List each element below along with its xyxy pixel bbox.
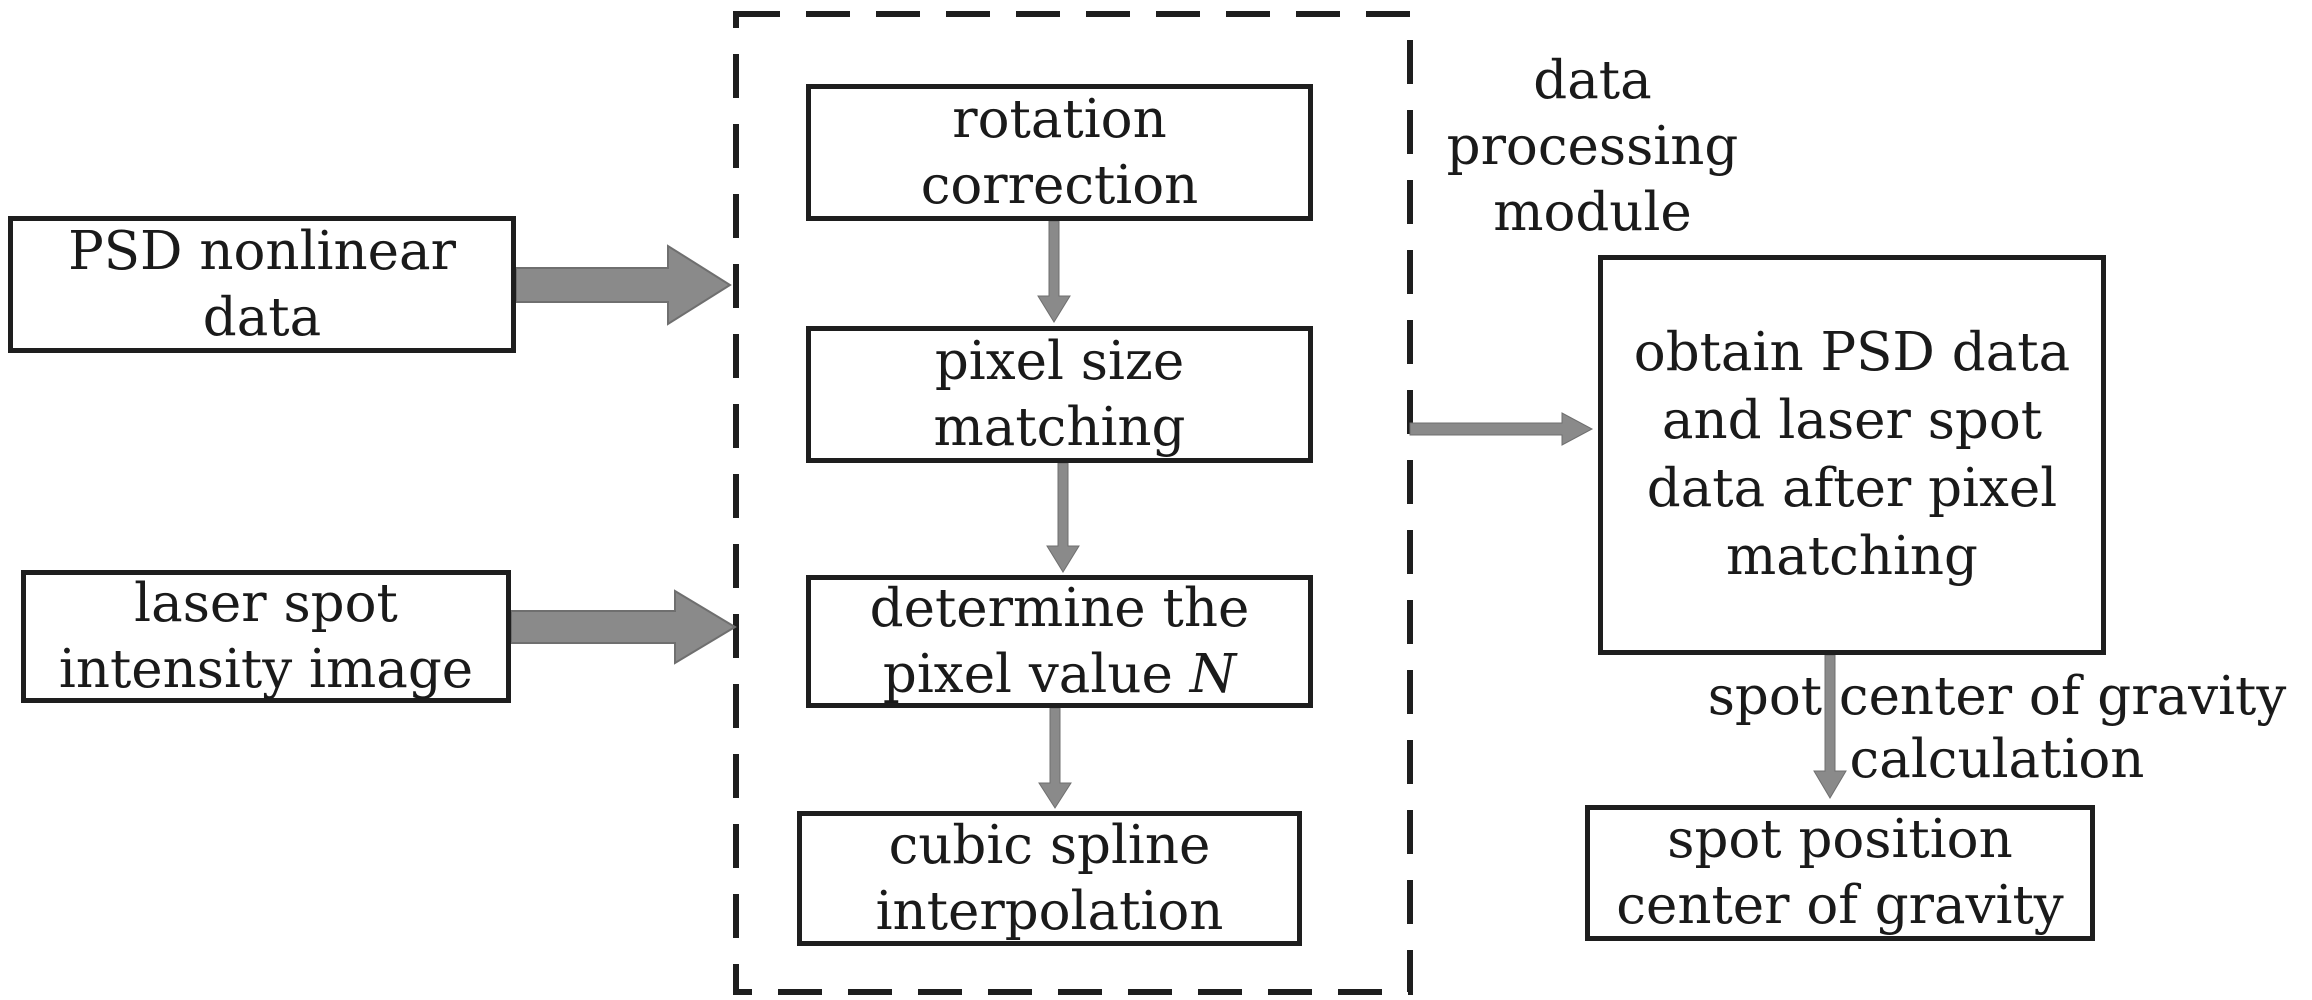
obtain-line-1: obtain PSD data: [1633, 322, 2071, 383]
pixel-value-variable: N: [1189, 643, 1237, 705]
pixel-size-matching-box: pixel size matching: [806, 326, 1313, 463]
gravity-calculation-label: spot center of gravity calculation: [1682, 665, 2312, 791]
determine-line-1: determine the: [869, 577, 1250, 639]
psd-nonlinear-data-box: PSD nonlinear data: [8, 216, 516, 353]
rotation-line-2: correction: [920, 154, 1199, 216]
cubic-spline-interpolation-box: cubic spline interpolation: [797, 811, 1302, 946]
gravity-label-line-1: spot center of gravity: [1707, 666, 2287, 727]
result-line-2: center of gravity: [1616, 875, 2064, 936]
obtain-line-2: and laser spot: [1661, 390, 2043, 451]
cubic-line-2: interpolation: [875, 880, 1224, 942]
laser-spot-intensity-image-box: laser spot intensity image: [21, 570, 511, 703]
spot-position-box: spot position center of gravity: [1585, 805, 2095, 941]
pixel-size-line-2: matching: [933, 396, 1186, 458]
laser-line-1: laser spot: [134, 572, 398, 634]
arrow-pixel-size-to-determine: [1046, 462, 1080, 573]
result-line-1: spot position: [1667, 809, 2013, 870]
arrow-laser-to-module: [510, 589, 737, 665]
obtain-line-4: matching: [1726, 526, 1978, 587]
arrow-psd-to-module: [515, 244, 732, 326]
psd-line-2: data: [202, 286, 322, 348]
data-processing-module-label: data processing module: [1420, 48, 1765, 246]
obtain-line-3: data after pixel: [1646, 458, 2058, 519]
arrow-module-to-output: [1409, 412, 1594, 446]
determine-line-2: pixel value N: [883, 642, 1236, 708]
module-label-line-2: processing: [1446, 116, 1739, 177]
determine-pixel-value-box: determine the pixel value N: [806, 575, 1313, 708]
gravity-label-line-2: calculation: [1849, 729, 2145, 790]
arrow-determine-to-cubic: [1038, 707, 1072, 809]
arrow-output-to-result: [1813, 654, 1847, 799]
rotation-correction-box: rotation correction: [806, 84, 1313, 221]
obtain-matched-data-box: obtain PSD data and laser spot data afte…: [1598, 255, 2106, 655]
pixel-size-line-1: pixel size: [934, 330, 1185, 392]
cubic-line-1: cubic spline: [888, 814, 1211, 876]
arrow-rotation-to-pixel-size: [1037, 220, 1071, 323]
data-processing-module-boundary: [733, 11, 1413, 995]
module-label-line-3: module: [1493, 182, 1692, 243]
determine-line-2-text: pixel value: [882, 643, 1190, 705]
laser-line-2: intensity image: [58, 638, 474, 700]
module-label-line-1: data: [1533, 50, 1652, 111]
rotation-line-1: rotation: [952, 88, 1167, 150]
psd-line-1: PSD nonlinear: [68, 220, 456, 282]
